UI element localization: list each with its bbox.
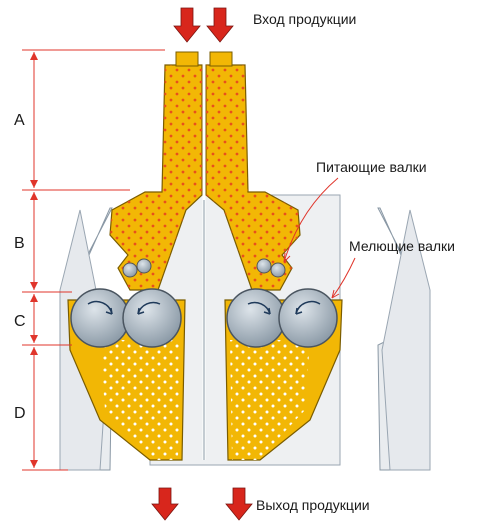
input-label: Вход продукции (253, 11, 356, 27)
feed-rolls-label: Питающие валки (316, 159, 427, 175)
dimension-c-label: C (14, 313, 26, 330)
grinding-rolls-label: Мелющие валки (349, 238, 455, 254)
inlet-right (210, 52, 232, 66)
output-label: Выход продукции (256, 497, 370, 513)
dimension-d-label: D (14, 405, 26, 422)
dimension-b-label: B (14, 235, 25, 252)
inlet-left (176, 52, 198, 66)
dimension-a-label: A (14, 112, 25, 129)
